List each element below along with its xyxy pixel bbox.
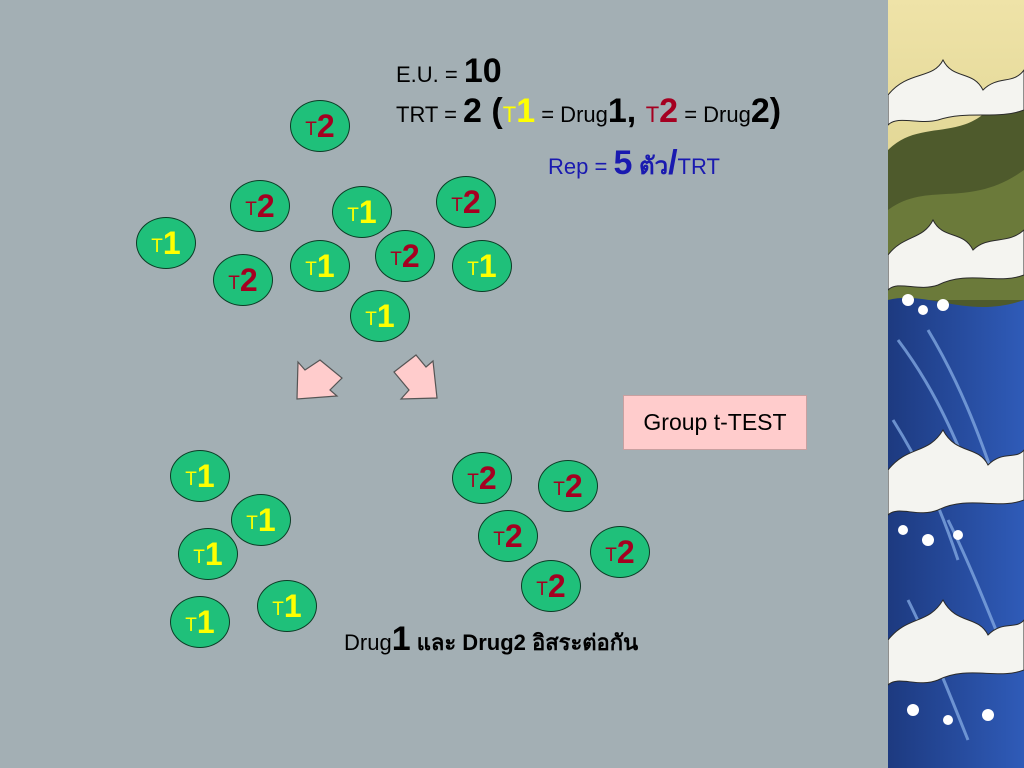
- eu-label: E.U. =: [396, 62, 464, 87]
- footer-drug-a-number: 1: [391, 620, 411, 658]
- footer-drug-a: Drug: [344, 630, 392, 655]
- trt-comma: ,: [626, 92, 646, 130]
- rep-line: Rep = 5 ตัว/TRT: [548, 144, 720, 185]
- trt-t1-letter: T: [502, 102, 517, 127]
- rep-label: Rep =: [548, 154, 614, 179]
- trt-drug-1-number: 1: [607, 92, 627, 130]
- rep-value: 5: [613, 144, 633, 182]
- wave-artwork: [888, 0, 1024, 768]
- arrow-left: [296, 359, 343, 400]
- rep-trt: TRT: [677, 154, 720, 179]
- footer-rest: และ Drug2 อิสระต่อกัน: [410, 630, 639, 655]
- trt-t2-letter: T: [645, 102, 660, 127]
- trt-line: TRT = 2 (T1 = Drug1, T2 = Drug2): [396, 92, 781, 131]
- trt-t2-number: 2: [659, 92, 679, 130]
- eu-value: 10: [463, 52, 502, 90]
- trt-eq-drug-2: = Drug: [678, 102, 751, 127]
- rep-slash: /: [668, 144, 678, 182]
- trt-eq-drug-1: = Drug: [535, 102, 608, 127]
- trt-t1-number: 1: [516, 92, 536, 130]
- eu-line: E.U. = 10: [396, 52, 502, 91]
- group-t-test-label: Group t-TEST: [623, 395, 807, 450]
- arrow-right: [393, 354, 438, 400]
- rep-unit: ตัว: [632, 153, 669, 180]
- trt-value: 2 (: [463, 92, 503, 130]
- independence-statement: Drug1 และ Drug2 อิสระต่อกัน: [344, 620, 638, 660]
- trt-label: TRT =: [396, 102, 464, 127]
- trt-close: ): [769, 92, 782, 130]
- trt-drug-2-number: 2: [750, 92, 770, 130]
